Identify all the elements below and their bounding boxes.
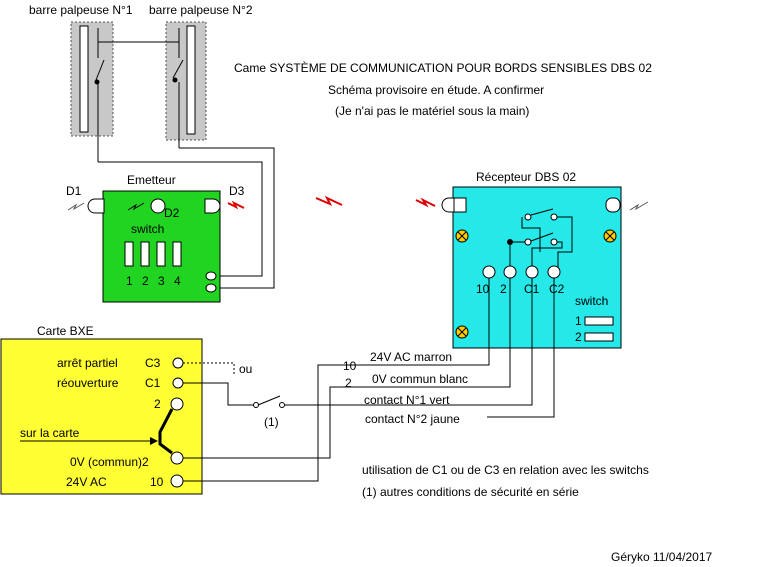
bxe-terminal-c3	[172, 357, 184, 369]
bxe-c1-label: C1	[145, 376, 161, 390]
wire-label-jaune: contact N°2 jaune	[365, 412, 460, 426]
receiver-switch-label: switch	[575, 294, 608, 308]
emitter-terminal-1	[205, 271, 217, 281]
emitter-dip-1	[124, 241, 134, 267]
emitter-dip-3	[156, 241, 166, 267]
receiver-board	[441, 186, 622, 349]
diagram-subtitle-2: (Je n'ai pas le matériel sous la main)	[335, 104, 529, 118]
emitter-led-d3	[204, 198, 221, 214]
receiver-dip-2	[584, 332, 614, 342]
receiver-terminal-c2	[547, 265, 561, 279]
bxe-common-label: 0V (commun)2	[70, 455, 149, 469]
bxe-ten-label: 10	[150, 475, 164, 489]
emitter-terminal-2	[205, 283, 217, 293]
bxe-terminal-2b	[170, 451, 184, 465]
signal-icon-receiver-out	[629, 201, 649, 211]
bxe-24v-label: 24V AC	[66, 475, 107, 489]
safety-contact-label: (1)	[264, 415, 279, 429]
emitter-dip-4	[172, 241, 182, 267]
bxe-c3-label: C3	[145, 356, 161, 370]
bxe-terminal-c1	[172, 377, 184, 389]
signal-icon-d2	[127, 202, 145, 211]
signature: Géryko 11/04/2017	[611, 550, 713, 564]
emitter-board	[87, 190, 221, 303]
receiver-terminal-c1	[525, 265, 539, 279]
emitter-d1-label: D1	[66, 184, 82, 198]
emitter-d2-label: D2	[164, 206, 180, 220]
signal-icon-receiver-in	[415, 197, 436, 208]
screw-icon	[455, 229, 469, 243]
bxe-two-label: 2	[154, 397, 161, 411]
wire-0v-blanc	[183, 278, 511, 459]
bxe-bridge	[158, 408, 174, 455]
receiver-terminal-label-2: 2	[500, 282, 507, 296]
wire-label-num2: 2	[345, 376, 352, 390]
bar1-to-emitter-wire	[98, 161, 263, 277]
emitter-led-d1	[87, 198, 105, 214]
wire-contact2-jaune	[487, 278, 555, 418]
emitter-d3-label: D3	[229, 184, 245, 198]
bxe-c3-alt-wire	[183, 362, 235, 375]
emitter-switch-number-2: 2	[142, 274, 149, 288]
bxe-title: Carte BXE	[37, 324, 94, 338]
screw-icon	[603, 229, 617, 243]
receiver-terminal-label-c2: C2	[549, 282, 565, 296]
bxe-reouverture-label: réouverture	[57, 376, 119, 390]
bxe-board	[0, 338, 203, 495]
bar1-label: barre palpeuse N°1	[29, 3, 133, 17]
safety-edge-1	[70, 21, 114, 162]
receiver-terminal-2	[503, 265, 517, 279]
wire-contact1-vert	[285, 278, 533, 406]
emitter-switch-label: switch	[131, 222, 164, 236]
receiver-relay-contacts	[507, 208, 573, 268]
receiver-terminal-10	[482, 265, 496, 279]
receiver-led-left	[441, 197, 455, 213]
note-line-2: (1) autres conditions de sécurité en sér…	[362, 485, 579, 499]
signal-icon-transmission	[315, 195, 343, 206]
diagram-subtitle-1: Schéma provisoire en étude. A confirmer	[328, 83, 544, 97]
emitter-switch-number-1: 1	[126, 274, 133, 288]
wire-c1-to-safety	[183, 382, 254, 406]
emitter-dip-2	[140, 241, 150, 267]
note-line-1: utilisation de C1 ou de C3 en relation a…	[362, 463, 649, 477]
wire-label-marron: 24V AC marron	[370, 350, 452, 364]
receiver-dip-1	[584, 316, 614, 326]
safety-contact-1	[253, 395, 285, 408]
bxe-terminal-2a	[170, 397, 184, 411]
emitter-led-d2	[150, 198, 166, 214]
receiver-title: Récepteur DBS 02	[476, 170, 576, 184]
signal-icon-d3	[227, 200, 245, 210]
wire-label-blanc: 0V commun blanc	[372, 372, 468, 386]
emitter-switch-number-3: 3	[158, 274, 165, 288]
screw-icon	[455, 325, 469, 339]
signal-icon-d1	[67, 202, 85, 211]
receiver-terminal-label-10: 10	[476, 282, 490, 296]
receiver-switch-1-label: 1	[575, 314, 582, 328]
emitter-switch-number-4: 4	[174, 274, 181, 288]
emitter-title: Emetteur	[127, 173, 176, 187]
receiver-switch-2-label: 2	[575, 330, 582, 344]
bxe-sur-la-carte-label: sur la carte	[20, 426, 80, 440]
bar2-label: barre palpeuse N°2	[149, 3, 253, 17]
safety-edge-2	[165, 21, 207, 148]
bxe-arret-label: arrêt partiel	[57, 356, 118, 370]
wire-label-vert: contact N°1 vert	[364, 393, 450, 407]
wire-label-num10: 10	[343, 359, 357, 373]
bxe-terminal-10	[170, 474, 184, 488]
diagram-title: Came SYSTÈME DE COMMUNICATION POUR BORDS…	[234, 60, 652, 75]
wire-24v-marron	[183, 278, 490, 482]
bar2-to-emitter-wire	[179, 147, 275, 289]
bxe-ou-label: ou	[239, 362, 252, 376]
arrow-right-icon	[150, 437, 158, 445]
receiver-led-right	[605, 197, 621, 213]
